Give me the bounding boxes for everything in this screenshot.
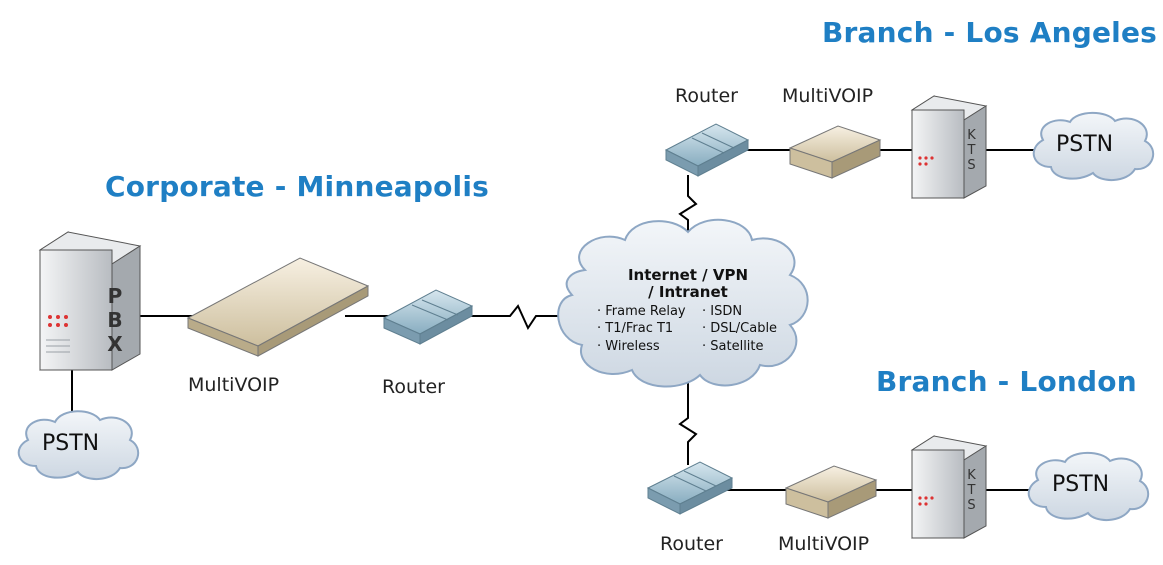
router-icon	[664, 123, 750, 177]
pbx-label: PBX	[103, 284, 127, 356]
label-la-multivoip: MultiVOIP	[782, 85, 874, 107]
pstn-label-corporate: PSTN	[42, 431, 100, 456]
router-icon	[646, 461, 734, 515]
title-corporate: Corporate - Minneapolis	[105, 170, 490, 203]
cloud-item-satellite: · Satellite	[702, 339, 764, 354]
kts-label-la: KTS	[963, 128, 985, 173]
cloud-item-wireless: · Wireless	[597, 339, 660, 354]
title-branch-london: Branch - London	[876, 365, 1137, 398]
kts-label-la-text: KTS	[964, 128, 979, 173]
label-corp-multivoip: MultiVOIP	[188, 374, 280, 396]
label-london-multivoip: MultiVOIP	[778, 533, 870, 555]
pstn-label-la: PSTN	[1056, 132, 1114, 157]
multivoip-icon	[788, 125, 882, 179]
cloud-title-line2: / Intranet	[648, 283, 728, 301]
cloud-title-line1: Internet / VPN	[627, 266, 749, 284]
link-router-cloud-zigzag	[470, 304, 570, 331]
server-icon	[910, 435, 988, 539]
multivoip-icon	[784, 465, 878, 519]
pstn-cloud-icon	[17, 410, 140, 480]
server-icon	[38, 231, 142, 371]
link-cloud-la-router-zigzag	[678, 175, 698, 245]
pstn-cloud-icon	[1032, 111, 1155, 181]
link-cloud-london-router-zigzag	[678, 380, 698, 465]
pstn-label-london: PSTN	[1052, 472, 1110, 497]
kts-label-london: KTS	[963, 468, 985, 513]
cloud-item-dsl: · DSL/Cable	[702, 321, 778, 336]
cloud-item-isdn: · ISDN	[702, 304, 743, 319]
title-branch-la: Branch - Los Angeles	[822, 16, 1158, 49]
label-london-router: Router	[660, 533, 723, 555]
label-la-router: Router	[675, 85, 738, 107]
label-corp-router: Router	[382, 376, 445, 398]
router-icon	[382, 289, 474, 345]
cloud-item-frame-relay: · Frame Relay	[597, 304, 686, 319]
pstn-cloud-icon	[1027, 451, 1150, 521]
multivoip-icon	[186, 257, 370, 357]
pbx-label-text: PBX	[103, 284, 127, 356]
network-cloud-icon	[557, 218, 809, 388]
cloud-item-t1: · T1/Frac T1	[597, 321, 674, 336]
kts-label-london-text: KTS	[964, 468, 979, 513]
server-icon	[910, 95, 988, 199]
